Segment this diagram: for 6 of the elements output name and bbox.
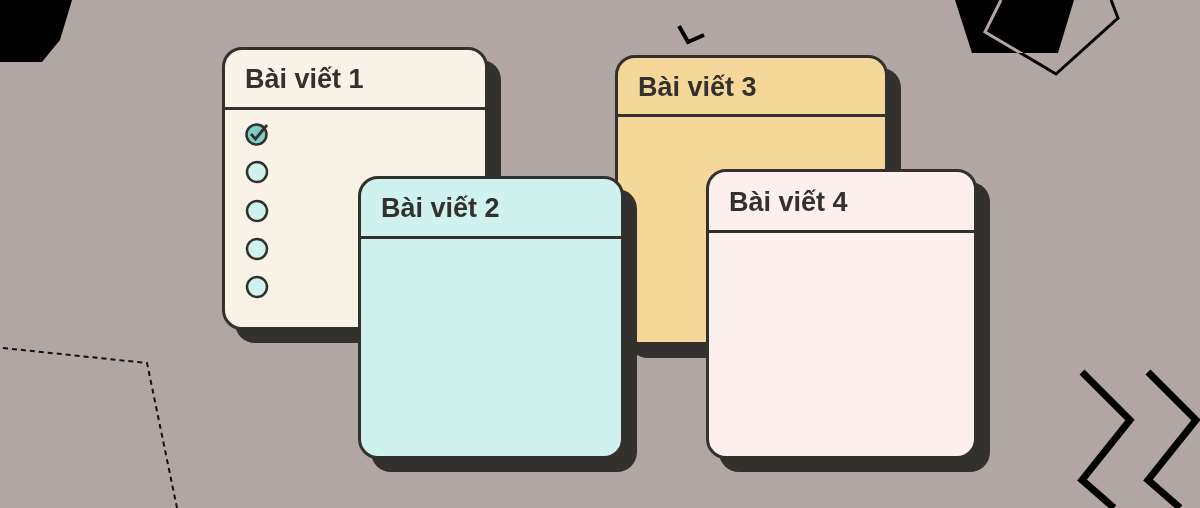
card-title: Bài viết 4 <box>729 185 848 218</box>
card-title: Bài viết 2 <box>381 192 500 224</box>
card-title: Bài viết 3 <box>638 70 757 103</box>
note-card <box>358 176 637 472</box>
card-title: Bài viết 1 <box>245 63 364 95</box>
note-card <box>706 169 990 472</box>
